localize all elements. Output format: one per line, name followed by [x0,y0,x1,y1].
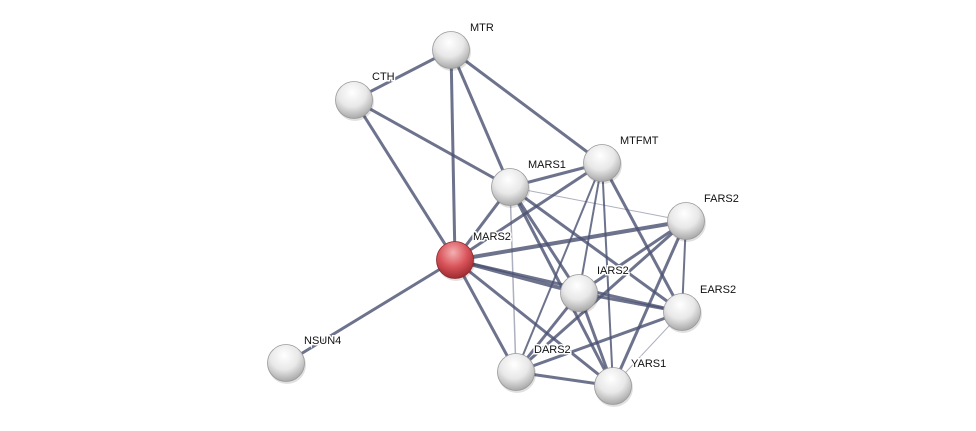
node-label: MARS2 [473,231,511,243]
node-fars2[interactable]: FARS2 [667,192,740,242]
edge-mtfmt-ears2[interactable] [600,162,684,313]
edge-ears2-dars2[interactable] [515,310,683,374]
edge-mtfmt-dars2[interactable] [515,162,603,373]
edge-mars2-yars1[interactable] [454,258,614,388]
node-cth[interactable]: CTH [335,70,396,121]
node-mtfmt[interactable]: MTFMT [583,134,660,184]
node-sphere[interactable] [267,344,305,382]
edge-mtfmt-iars2[interactable] [578,162,603,294]
node-label: MTR [470,22,494,34]
node-label: EARS2 [700,284,736,296]
node-sphere[interactable] [491,168,529,206]
node-mars1[interactable]: MARS1 [491,158,567,208]
edge-fars2-iars2[interactable] [578,219,687,295]
node-sphere[interactable] [560,274,598,312]
node-sphere[interactable] [583,144,621,182]
node-sphere[interactable] [432,31,470,69]
node-dars2[interactable]: DARS2 [497,343,572,393]
node-mtr[interactable]: MTR [432,21,495,71]
node-yars1[interactable]: YARS1 [594,357,668,407]
node-mars2[interactable]: MARS2 [436,230,512,281]
node-sphere[interactable] [497,353,535,391]
edge-fars2-yars1[interactable] [611,220,688,387]
node-sphere[interactable] [663,293,701,331]
node-label: MARS1 [528,159,566,171]
node-sphere[interactable] [335,81,373,119]
node-sphere[interactable] [594,367,632,405]
edge-cth-mars2[interactable] [352,99,457,261]
node-sphere[interactable] [667,202,705,240]
node-label: DARS2 [534,344,571,356]
edge-mars2-mtfmt[interactable] [454,161,603,262]
edge-nsun4-mars2[interactable] [285,258,456,365]
edge-mars1-fars2[interactable] [509,186,687,222]
node-label: CTH [372,71,395,83]
node-label: MTFMT [620,135,659,147]
edge-cth-mars1[interactable] [353,98,511,189]
node-label: FARS2 [704,193,739,205]
node-label: IARS2 [597,265,629,277]
node-ears2[interactable]: EARS2 [663,283,738,333]
edge-mars1-iars2[interactable] [508,186,581,294]
node-sphere[interactable] [436,241,474,279]
edge-mars2-dars2[interactable] [453,259,518,373]
node-label: YARS1 [631,358,666,370]
node-nsun4[interactable]: NSUN4 [267,334,343,384]
edge-mtr-mtfmt[interactable] [450,48,603,165]
edge-mtr-mars1[interactable] [449,49,512,188]
node-iars2[interactable]: IARS2 [560,264,630,314]
node-label: NSUN4 [304,335,341,347]
edge-mars1-dars2[interactable] [509,186,517,373]
